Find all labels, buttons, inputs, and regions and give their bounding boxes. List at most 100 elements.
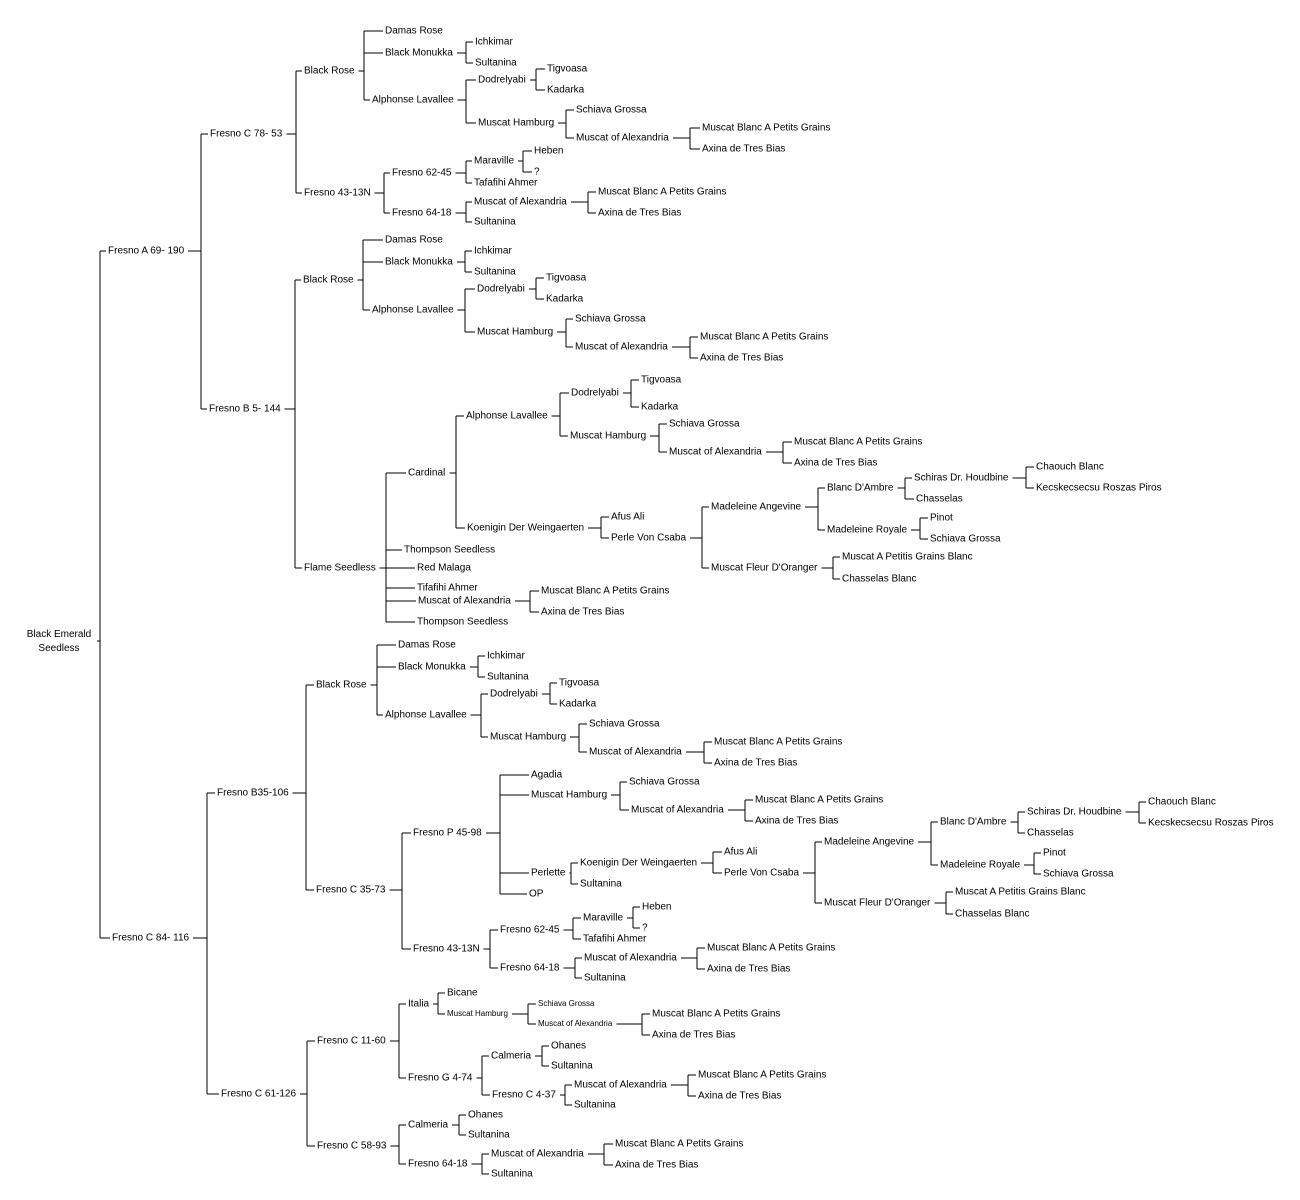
node-alphonse-lavallee: Alphonse Lavallee (372, 95, 454, 106)
node-ohanes: Ohanes (468, 1110, 503, 1121)
node-muscat-of-alexandria: Muscat of Alexandria (584, 953, 677, 964)
node-flame-seedless: Flame Seedless (304, 563, 376, 574)
node-ichkimar: Ichkimar (487, 651, 525, 662)
node-madeleine-royale: Madeleine Royale (940, 860, 1020, 871)
node-koenigin-der-weingaerten: Koenigin Der Weingaerten (467, 523, 584, 534)
node-muscat-hamburg: Muscat Hamburg (531, 790, 607, 801)
node-muscat-of-alexandria: Muscat of Alexandria (574, 1080, 667, 1091)
node-chasselas-blanc: Chasselas Blanc (955, 909, 1029, 920)
node-muscat-of-alexandria: Muscat of Alexandria (491, 1149, 584, 1160)
node-muscat-of-alexandria: Muscat of Alexandria (669, 447, 762, 458)
node-sultanina: Sultanina (584, 973, 626, 984)
node-fresno-b35-106: Fresno B35-106 (217, 788, 289, 799)
node-sultanina: Sultanina (474, 267, 516, 278)
node-sultanina: Sultanina (474, 217, 516, 228)
node-chaouch-blanc: Chaouch Blanc (1148, 797, 1216, 808)
node-tafafihi-ahmer: Tafafihi Ahmer (474, 178, 538, 189)
node-muscat-blanc-a-petits-grains: Muscat Blanc A Petits Grains (541, 586, 669, 597)
node-damas-rose: Damas Rose (385, 26, 443, 37)
node-fresno-p-45-98: Fresno P 45-98 (413, 828, 482, 839)
node-muscat-blanc-a-petits-grains: Muscat Blanc A Petits Grains (700, 332, 828, 343)
node-kadarka: Kadarka (559, 699, 597, 710)
node-axina-de-tres-bias: Axina de Tres Bias (598, 208, 681, 219)
node-muscat-fleur-d-oranger: Muscat Fleur D'Oranger (824, 898, 931, 909)
node-tifafihi-ahmer: Tifafihi Ahmer (417, 583, 478, 594)
node-fresno-c-4-37: Fresno C 4-37 (492, 1090, 556, 1101)
node-alphonse-lavallee: Alphonse Lavallee (372, 305, 454, 316)
node-chasselas: Chasselas (916, 494, 963, 505)
node-chasselas-blanc: Chasselas Blanc (842, 574, 916, 585)
node-fresno-g-4-74: Fresno G 4-74 (408, 1073, 473, 1084)
node-axina-de-tres-bias: Axina de Tres Bias (652, 1030, 735, 1041)
node-axina-de-tres-bias: Axina de Tres Bias (755, 816, 838, 827)
node-black-rose: Black Rose (304, 66, 355, 77)
node-muscat-of-alexandria: Muscat of Alexandria (418, 596, 511, 607)
node-kecskecsecsu-roszas-piros: Kecskecsecsu Roszas Piros (1036, 483, 1162, 494)
node-schiava-grossa: Schiava Grossa (589, 719, 660, 730)
node-black-rose: Black Rose (303, 275, 354, 286)
node-muscat-blanc-a-petits-grains: Muscat Blanc A Petits Grains (698, 1070, 826, 1081)
node-calmeria: Calmeria (408, 1120, 448, 1131)
node-axina-de-tres-bias: Axina de Tres Bias (794, 458, 877, 469)
node-axina-de-tres-bias: Axina de Tres Bias (714, 758, 797, 769)
node-muscat-blanc-a-petits-grains: Muscat Blanc A Petits Grains (714, 737, 842, 748)
node-black-monukka: Black Monukka (385, 257, 453, 268)
node-axina-de-tres-bias: Axina de Tres Bias (707, 964, 790, 975)
node-black-monukka: Black Monukka (398, 662, 466, 673)
node-kadarka: Kadarka (546, 294, 584, 305)
node-tigvoasa: Tigvoasa (641, 375, 682, 386)
node-muscat-blanc-a-petits-grains: Muscat Blanc A Petits Grains (702, 123, 830, 134)
node-fresno-64-18: Fresno 64-18 (392, 208, 452, 219)
node-thompson-seedless: Thompson Seedless (417, 617, 508, 628)
node-madeleine-royale: Madeleine Royale (827, 525, 907, 536)
node-unknown: ? (642, 923, 648, 934)
node-fresno-43-13n: Fresno 43-13N (304, 188, 371, 199)
node-fresno-c-58-93: Fresno C 58-93 (317, 1141, 387, 1152)
node-schiava-grossa: Schiava Grossa (629, 777, 700, 788)
node-dodrelyabi: Dodrelyabi (478, 75, 526, 86)
node-ohanes: Ohanes (551, 1041, 586, 1052)
node-op: OP (529, 889, 544, 900)
node-axina-de-tres-bias: Axina de Tres Bias (700, 353, 783, 364)
node-chasselas: Chasselas (1027, 828, 1074, 839)
node-heben: Heben (642, 902, 671, 913)
node-ichkimar: Ichkimar (475, 37, 513, 48)
node-koenigin-der-weingaerten: Koenigin Der Weingaerten (580, 858, 697, 869)
node-sultanina: Sultanina (580, 879, 622, 890)
node-fresno-c-11-60: Fresno C 11-60 (317, 1036, 386, 1047)
node-schiava-grossa: Schiava Grossa (1043, 869, 1114, 880)
node-muscat-blanc-a-petits-grains: Muscat Blanc A Petits Grains (755, 795, 883, 806)
node-axina-de-tres-bias: Axina de Tres Bias (698, 1091, 781, 1102)
node-schiava-grossa: Schiava Grossa (575, 314, 646, 325)
node-fresno-43-13n: Fresno 43-13N (413, 944, 480, 955)
node-italia: Italia (408, 999, 430, 1010)
node-muscat-hamburg: Muscat Hamburg (490, 732, 566, 743)
node-fresno-c-61-126: Fresno C 61-126 (221, 1089, 296, 1100)
node-afus-ali: Afus Ali (611, 512, 644, 523)
node-cardinal: Cardinal (408, 468, 445, 479)
node-sultanina: Sultanina (491, 1169, 533, 1180)
node-muscat-a-petitis-grains-blanc: Muscat A Petitis Grains Blanc (955, 887, 1086, 898)
node-fresno-c-35-73: Fresno C 35-73 (316, 885, 386, 896)
node-tafafihi-ahmer: Tafafihi Ahmer (583, 934, 647, 945)
node-afus-ali: Afus Ali (724, 847, 757, 858)
node-damas-rose: Damas Rose (398, 640, 456, 651)
node-schiava-grossa: Schiava Grossa (538, 999, 595, 1008)
node-fresno-62-45: Fresno 62-45 (500, 925, 560, 936)
node-axina-de-tres-bias: Axina de Tres Bias (702, 144, 785, 155)
node-dodrelyabi: Dodrelyabi (477, 284, 525, 295)
node-muscat-a-petitis-grains-blanc: Muscat A Petitis Grains Blanc (842, 552, 973, 563)
node-ichkimar: Ichkimar (474, 246, 512, 257)
node-bicane: Bicane (447, 988, 478, 999)
node-muscat-hamburg: Muscat Hamburg (447, 1009, 508, 1018)
node-heben: Heben (534, 146, 563, 157)
node-perle-von-csaba: Perle Von Csaba (724, 868, 799, 879)
node-damas-rose: Damas Rose (385, 235, 443, 246)
node-sultanina: Sultanina (487, 672, 529, 683)
node-kadarka: Kadarka (641, 402, 679, 413)
node-agadia: Agadia (531, 770, 563, 781)
node-muscat-blanc-a-petits-grains: Muscat Blanc A Petits Grains (598, 187, 726, 198)
node-calmeria: Calmeria (491, 1051, 531, 1062)
